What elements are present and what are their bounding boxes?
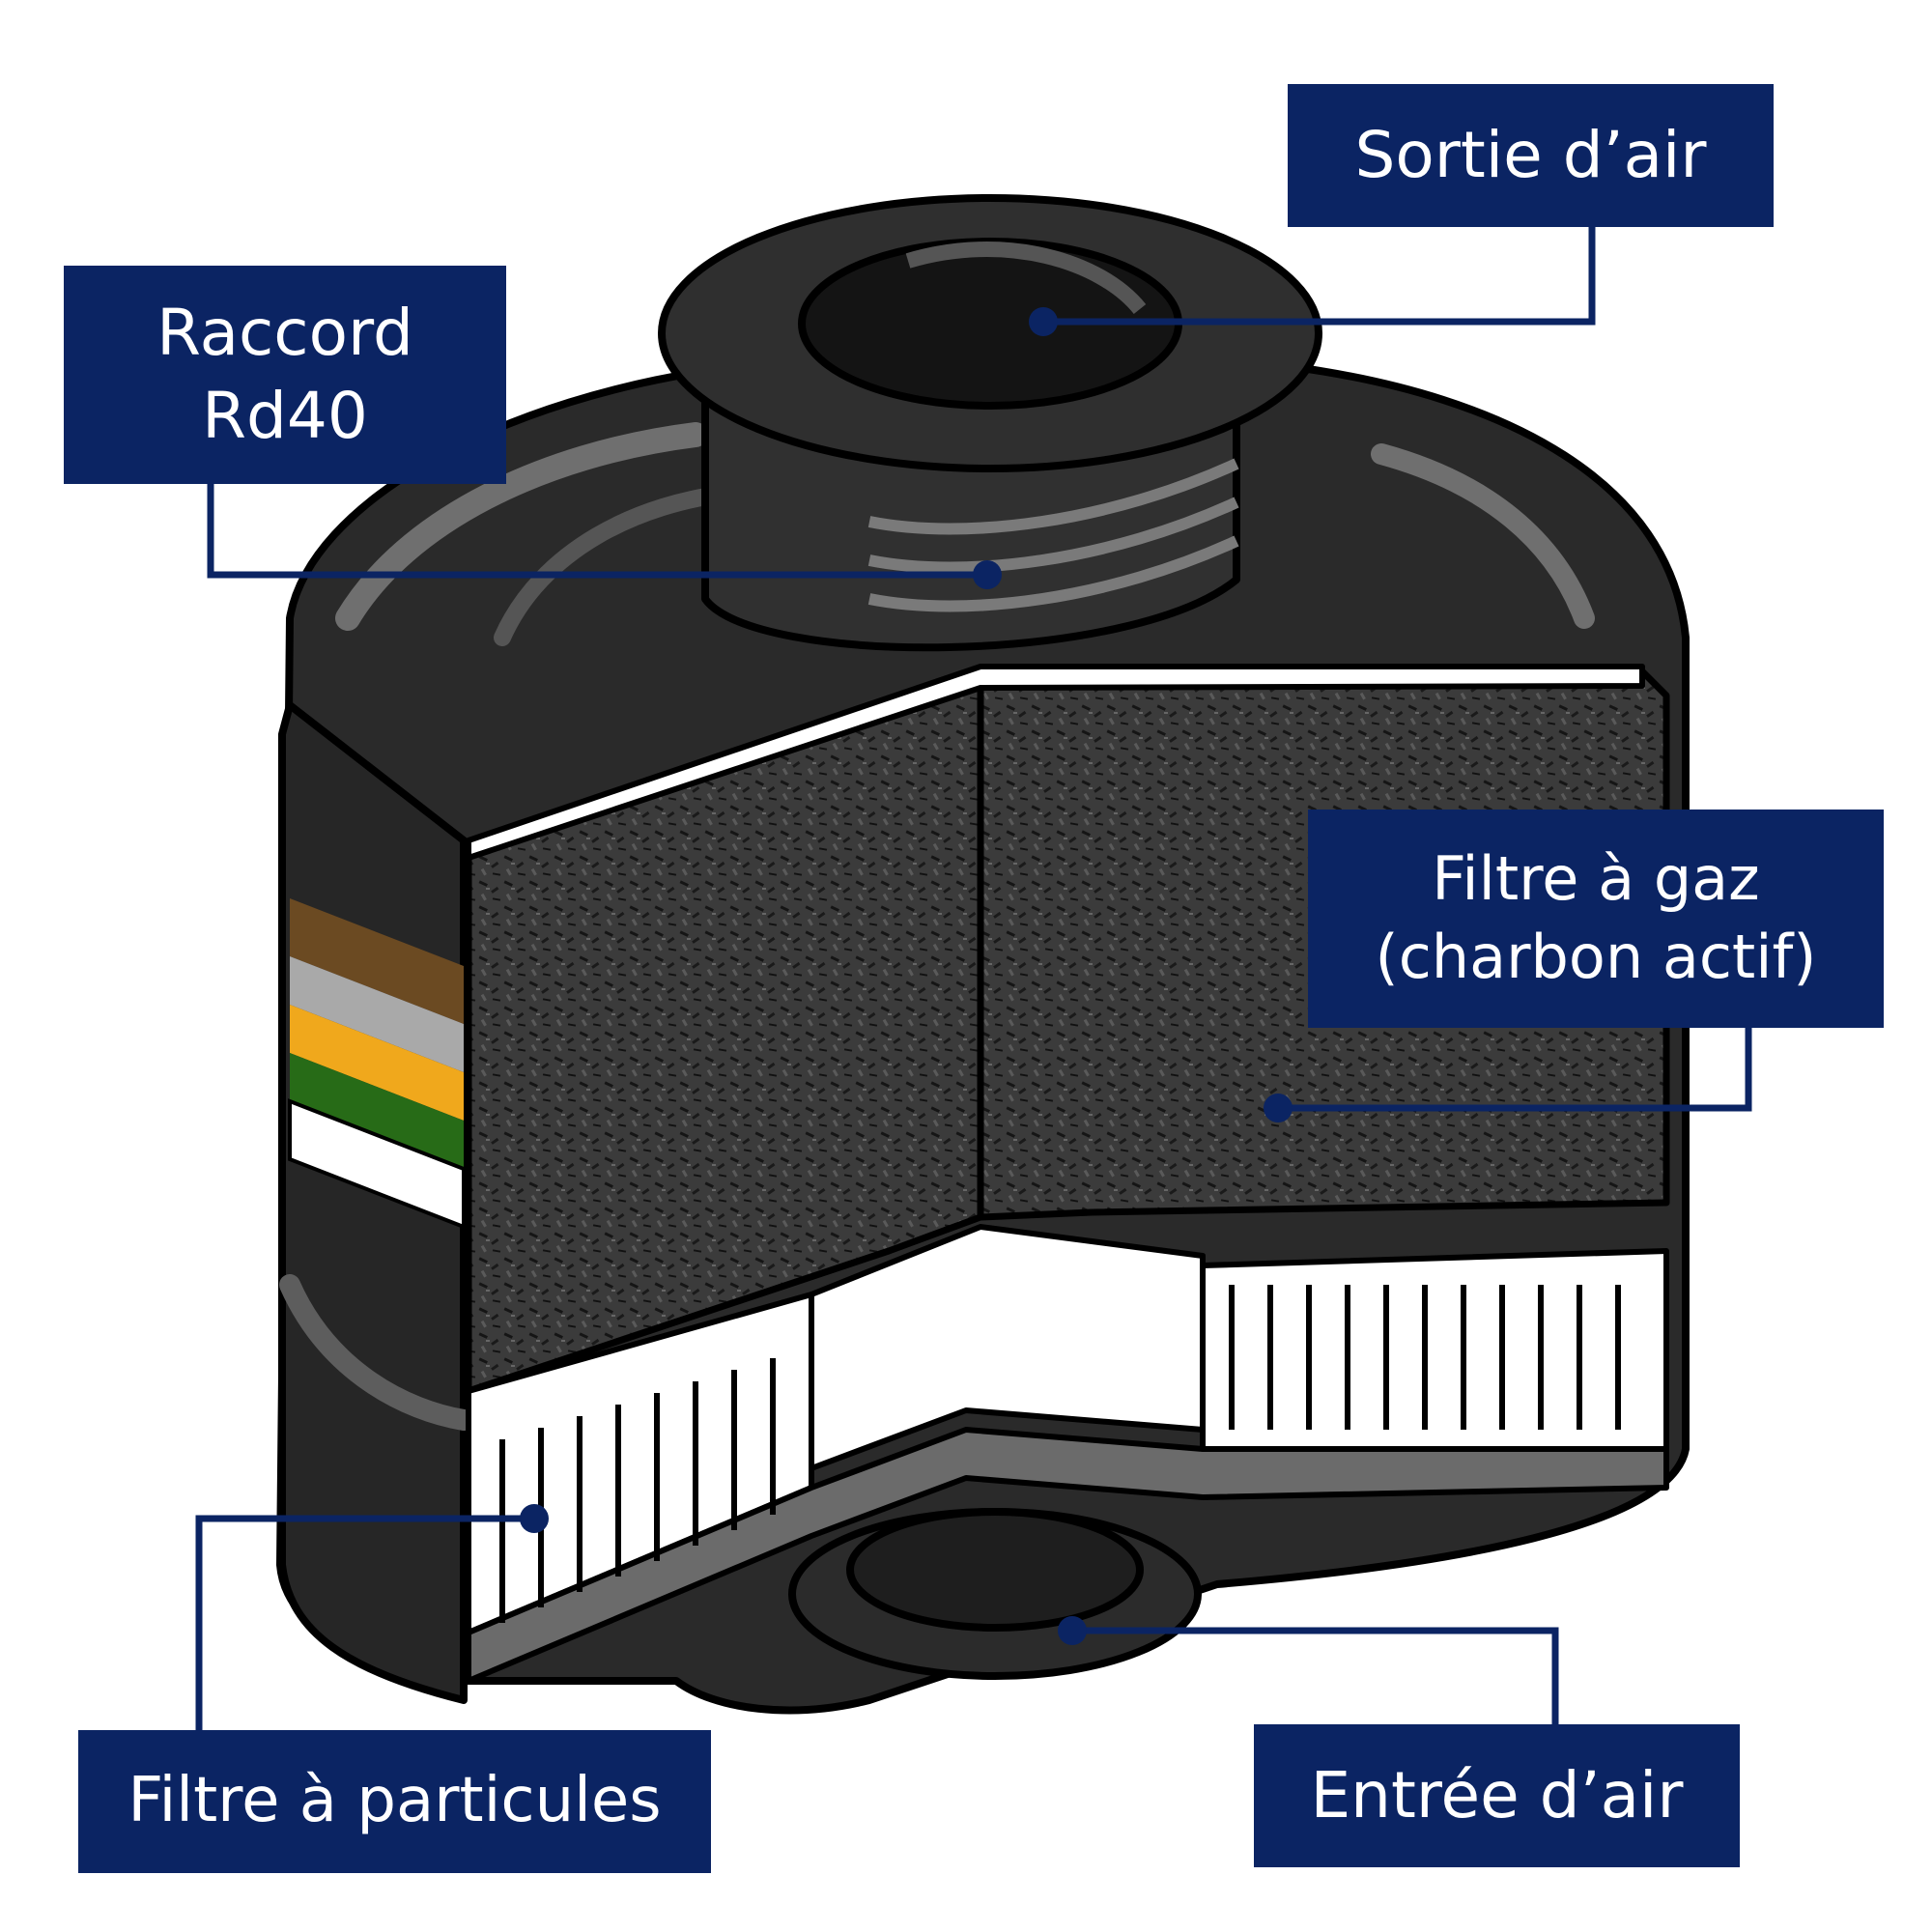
dot-raccord [973,560,1002,589]
leader-raccord [207,484,987,579]
label-entree-air: Entrée d’air [1254,1724,1740,1867]
label-sortie-text: Sortie d’air [1354,118,1707,193]
particle-filter-pleats [499,1285,1621,1623]
label-raccord-line2: Rd40 [202,379,368,453]
shell-highlights [279,422,1595,1431]
top-plate [466,664,1645,861]
label-raccord-line1: Raccord [156,296,413,371]
label-particules-text: Filtre à particules [128,1765,662,1837]
label-filtre-gaz: Filtre à gaz (charbon actif) [1308,810,1884,1028]
rd40-threads [867,458,1239,612]
class-color-bands [288,898,466,1230]
label-filtre-gaz-line2: (charbon actif) [1375,922,1817,992]
label-sortie-air: Sortie d’air [1288,84,1774,227]
outlet-flange [658,194,1322,472]
label-filtre-particules: Filtre à particules [78,1730,711,1873]
leader-sortie [1043,227,1596,326]
label-filtre-gaz-line1: Filtre à gaz [1432,843,1760,915]
leader-dots [520,307,1293,1645]
leader-entree [1072,1627,1559,1724]
leader-particules [195,1515,534,1730]
label-entree-text: Entrée d’air [1310,1758,1684,1833]
dot-particules [520,1504,549,1533]
dot-filtre-gaz [1264,1094,1293,1122]
inlet-port [788,1508,1202,1680]
dot-sortie [1029,307,1058,336]
label-raccord-rd40: Raccord Rd40 [64,266,506,484]
particle-filter [466,1224,1669,1684]
dot-entree [1058,1616,1087,1645]
leader-filtre-gaz [1278,1028,1752,1112]
leader-lines [195,227,1752,1730]
